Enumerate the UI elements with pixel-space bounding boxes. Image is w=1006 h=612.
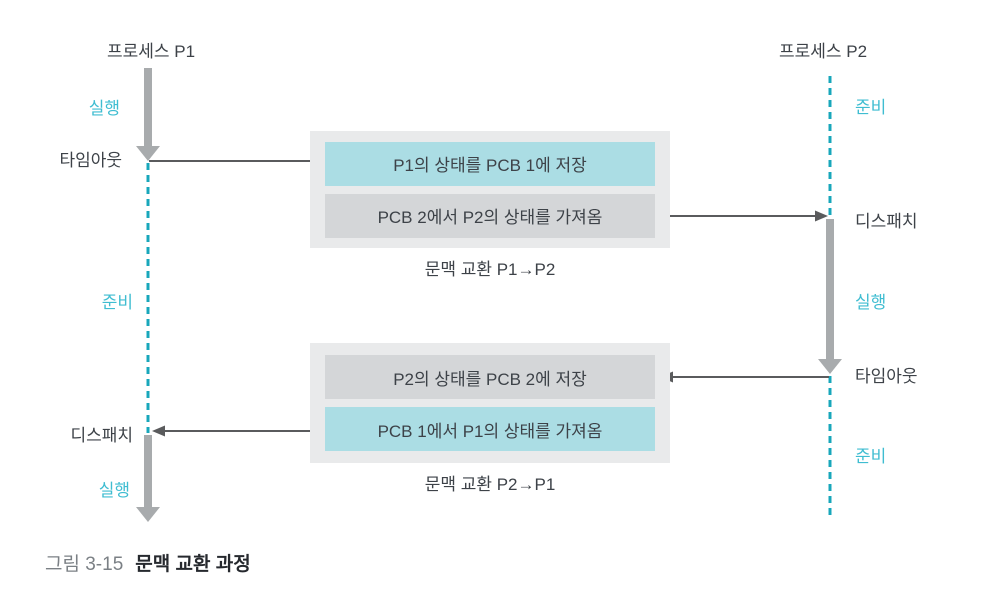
save-p1-state-step: P1의 상태를 PCB 1에 저장 xyxy=(325,141,655,186)
p1-event-dispatch: 디스패치 xyxy=(70,426,133,445)
p1-running-arrow-top xyxy=(136,68,160,161)
load-p1-to-dispatch-arrow xyxy=(152,425,324,437)
p2-timeout-to-save-arrow xyxy=(660,371,829,383)
p1-state-running-bottom: 실행 xyxy=(98,481,130,500)
p1-event-timeout: 타임아웃 xyxy=(59,151,122,170)
p1-timeout-to-save-arrow xyxy=(149,155,324,167)
figure-number: 그림 3-15 xyxy=(45,554,124,575)
save-p2-state-step: P2의 상태를 PCB 2에 저장 xyxy=(325,355,655,399)
load-p2-to-dispatch-arrow xyxy=(658,210,828,222)
p1-state-ready: 준비 xyxy=(101,293,133,312)
context-switch-box-2: P2의 상태를 PCB 2에 저장 PCB 1에서 P1의 상태를 가져옴 xyxy=(310,343,670,463)
p1-running-arrow-bottom xyxy=(136,435,160,522)
load-p1-state-step: PCB 1에서 P1의 상태를 가져옴 xyxy=(325,407,655,451)
context-switch-2-label: 문맥 교환 P2→P1 xyxy=(424,475,556,494)
p1-state-running-top: 실행 xyxy=(88,99,120,118)
p2-event-dispatch: 디스패치 xyxy=(855,212,918,231)
p1-title: 프로세스 P1 xyxy=(106,42,196,61)
p2-running-arrow xyxy=(818,219,842,374)
p2-title: 프로세스 P2 xyxy=(778,42,868,61)
context-switch-box-1: P1의 상태를 PCB 1에 저장 PCB 2에서 P2의 상태를 가져옴 xyxy=(310,131,670,248)
p2-state-ready-bottom: 준비 xyxy=(855,447,887,466)
load-p2-state-step: PCB 2에서 P2의 상태를 가져옴 xyxy=(325,193,655,238)
p2-state-running: 실행 xyxy=(855,293,887,312)
figure-title: 문맥 교환 과정 xyxy=(135,554,251,575)
figure-caption: 그림 3-15 문맥 교환 과정 xyxy=(45,549,251,576)
p2-state-ready-top: 준비 xyxy=(855,98,887,117)
context-switch-1-label: 문맥 교환 P1→P2 xyxy=(424,260,556,279)
p2-event-timeout: 타임아웃 xyxy=(855,367,918,386)
